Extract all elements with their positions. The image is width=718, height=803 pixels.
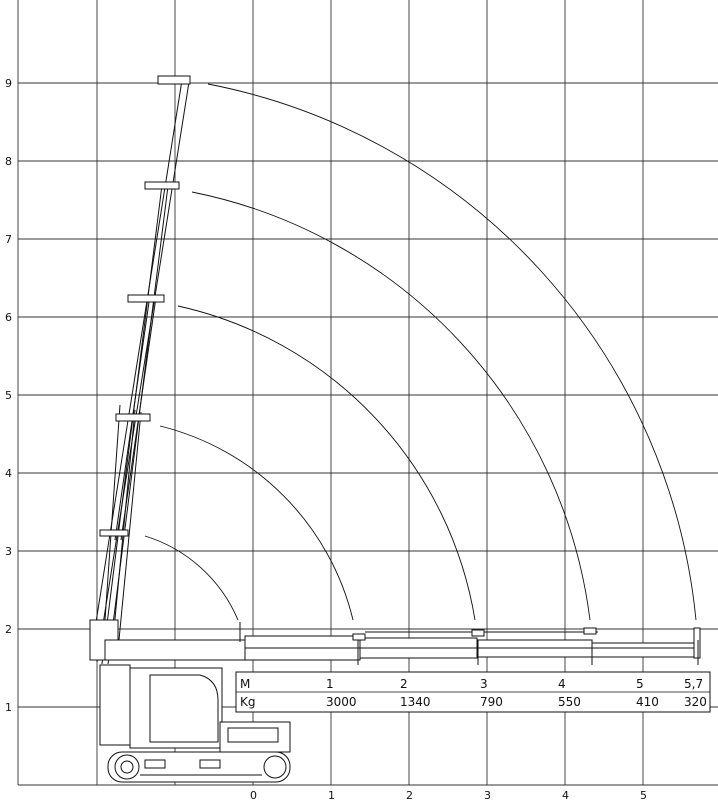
- reach-arc: [191, 191, 591, 621]
- boom-section-clamp: [144, 181, 180, 190]
- y-tick-label: 2: [5, 623, 12, 636]
- table-m-cell: 1: [326, 677, 334, 691]
- raised-boom: [89, 75, 191, 665]
- y-tick-label: 3: [5, 545, 12, 558]
- crane-body: [99, 664, 291, 783]
- x-tick-label: 0: [250, 789, 257, 802]
- table-kg-cell: 320: [684, 695, 707, 709]
- x-tick-label: 5: [640, 789, 647, 802]
- table-m-cell: 4: [558, 677, 566, 691]
- axis-ticks: 1 2 3 4 5 6 7 8 9 0 1 2 3 4 5: [5, 77, 647, 802]
- table-m-cell: 2: [400, 677, 408, 691]
- boom-section-clamp: [115, 413, 151, 422]
- table-m-cell: 5,7: [684, 677, 703, 691]
- row-label-m: M: [240, 677, 250, 691]
- x-tick-label: 1: [328, 789, 335, 802]
- y-tick-label: 9: [5, 77, 12, 90]
- y-tick-label: 1: [5, 701, 12, 714]
- table-m-cell: 3: [480, 677, 488, 691]
- boom-section-clamp: [127, 294, 165, 303]
- y-tick-label: 5: [5, 389, 12, 402]
- y-tick-label: 7: [5, 233, 12, 246]
- reach-arc: [159, 425, 354, 621]
- boom-tip-hook: [157, 75, 191, 85]
- y-tick-label: 8: [5, 155, 12, 168]
- table-kg-cell: 3000: [326, 695, 357, 709]
- table-kg-cell: 550: [558, 695, 581, 709]
- load-table: M Kg 1 3000 2 1340 3 790 4 550 5 410 5,7…: [235, 671, 711, 713]
- y-tick-label: 6: [5, 311, 12, 324]
- x-tick-label: 2: [406, 789, 413, 802]
- reach-arc: [177, 305, 476, 621]
- reach-arc: [207, 83, 697, 621]
- reach-arc: [144, 535, 239, 621]
- table-kg-cell: 1340: [400, 695, 431, 709]
- y-tick-label: 4: [5, 467, 12, 480]
- x-tick-label: 4: [562, 789, 569, 802]
- boom-section-clamp: [99, 529, 129, 537]
- reach-arcs: [144, 83, 697, 621]
- horizontal-boom: [104, 622, 701, 665]
- row-label-kg: Kg: [240, 695, 256, 709]
- table-kg-cell: 790: [480, 695, 503, 709]
- table-kg-cell: 410: [636, 695, 659, 709]
- table-m-cell: 5: [636, 677, 644, 691]
- x-tick-label: 3: [484, 789, 491, 802]
